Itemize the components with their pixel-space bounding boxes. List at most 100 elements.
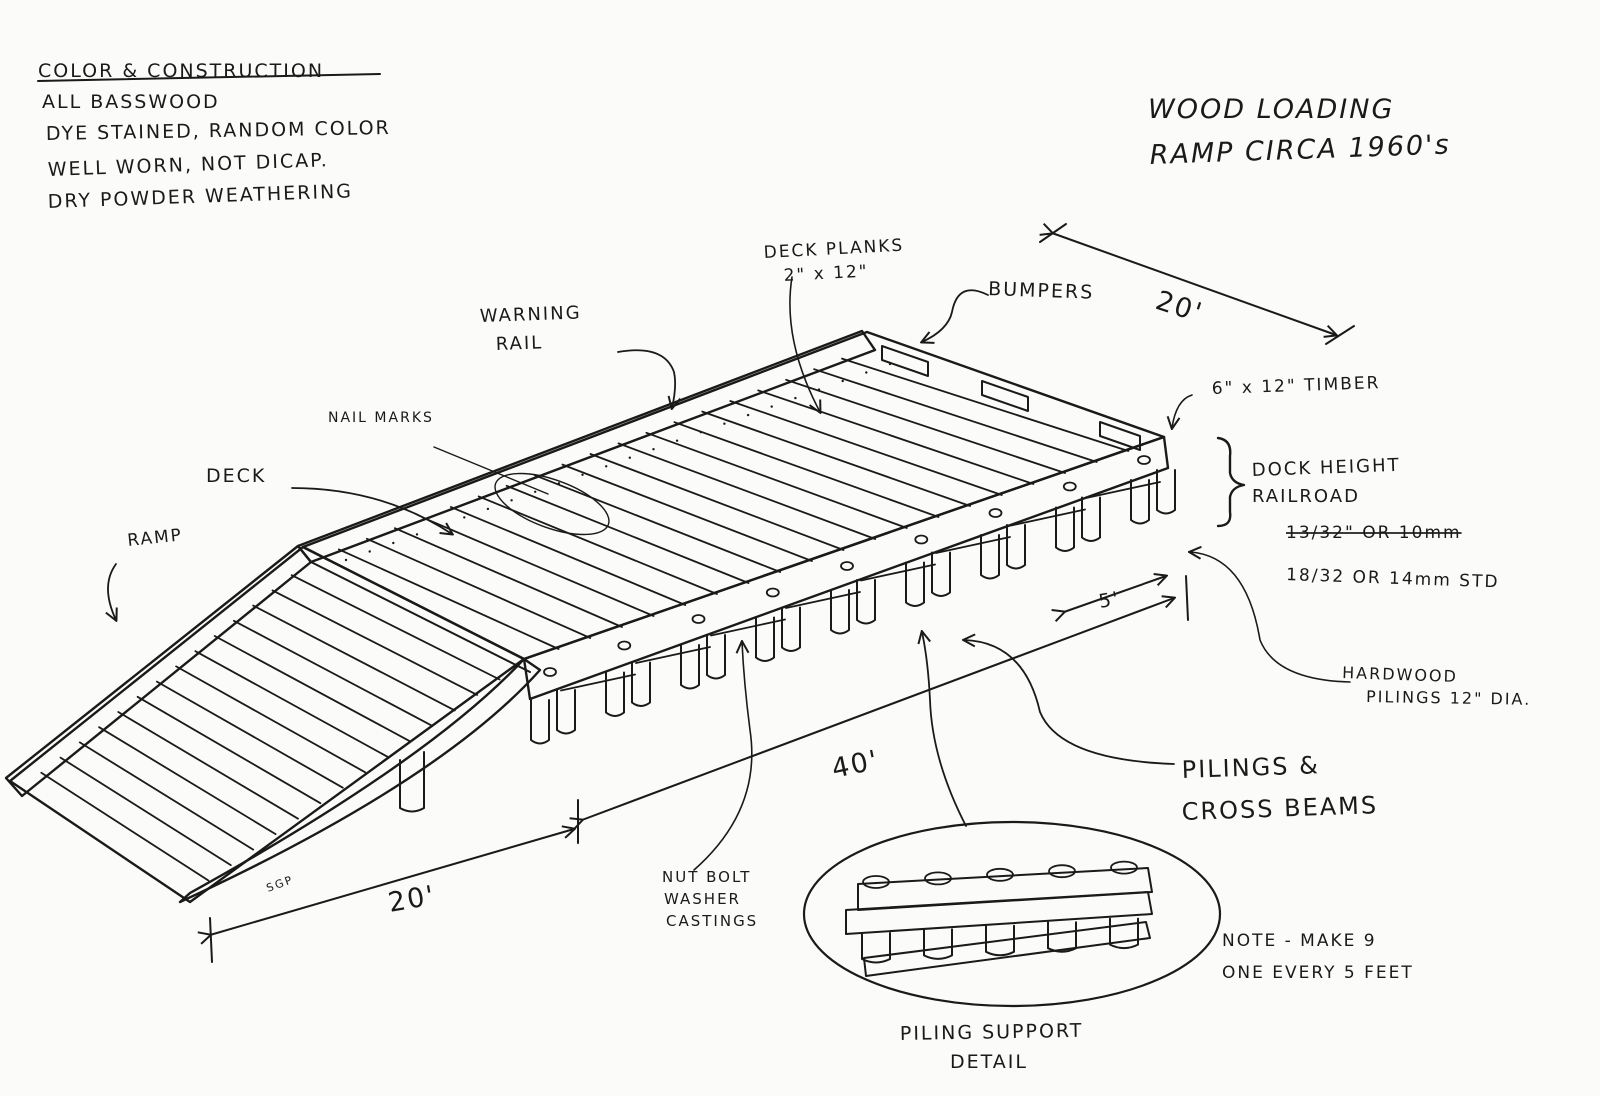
label-height-std: 18/32 OR 14mm STD [1286,565,1500,592]
ramp-structure [4,329,1176,904]
label-deck: DECK [206,465,266,487]
ramp-surface [8,545,526,904]
label-deck-planks-size: 2" x 12" [783,262,869,286]
label-warning: WARNING [479,302,581,327]
cross-beam [1010,508,1086,527]
nail-mark [557,482,561,485]
deck-plank [729,400,1003,496]
label-dock-height: DOCK HEIGHT [1251,455,1400,481]
dimension-ramp-length: 20' [386,880,438,919]
detail-piling [1047,921,1077,953]
callout-labels: DECK PLANKS 2" x 12" BUMPERS WARNING RAI… [126,236,1531,1073]
bolt [543,667,557,677]
detail-piling [1109,917,1139,950]
label-pilings: PILINGS & [1181,751,1320,784]
deck-plank [757,389,1035,485]
leader-lines [108,276,1351,871]
label-detail: PILING SUPPORT [900,1020,1084,1045]
deck-plank [617,442,877,540]
ramp-plank [232,619,434,727]
bolt [988,508,1003,518]
nail-mark [865,371,868,374]
bolt [1137,455,1151,465]
deck-plank [645,431,908,529]
nail-mark [746,413,750,417]
label-washer: WASHER [664,890,741,908]
ramp-plank [98,726,277,835]
nail-mark [415,533,419,536]
cross-beam [860,563,936,582]
nail-mark [675,439,679,442]
nail-mark [699,431,702,434]
piling [631,661,651,707]
nail-mark [486,507,490,511]
nail-mark [581,473,584,476]
deck-plank [533,474,782,573]
bolt [617,640,632,651]
construction-notes: COLOR & CONSTRUCTION ALL BASSWOOD DYE ST… [37,60,391,213]
detail-beam-top [857,867,1153,911]
deck-plank [561,463,813,562]
label-bumpers: BUMPERS [988,278,1095,304]
nail-mark [794,396,797,400]
label-note-every: ONE EVERY 5 FEET [1222,963,1414,983]
ramp-plank [290,574,501,681]
piling [1081,496,1101,542]
ramp-plank [59,756,232,866]
detail-hole [1048,864,1076,879]
warning-rail [296,329,877,564]
dimension-width: 20' [1152,285,1207,329]
piling [556,689,576,735]
deck-plank [505,484,750,584]
deck-plank [477,495,718,595]
nail-mark [344,558,348,562]
piling [1130,479,1150,525]
ramp-plank [213,635,411,743]
bolt [691,614,706,624]
signature: SGP [265,873,296,895]
detail-cross-beam [863,921,1151,977]
bolt [765,587,780,598]
ramp-plank [194,650,389,758]
nail-mark [841,379,844,383]
detail-hole [986,867,1014,882]
cross-beam [1085,481,1161,499]
label-castings: CASTINGS [666,912,758,930]
piling [781,606,801,652]
title-line-2: RAMP CIRCA 1960's [1149,130,1451,171]
notes-line-3: WELL WORN, NOT DICAP. [47,149,329,181]
ramp-plank [78,741,255,851]
deck-plank [421,516,655,617]
height-brace [1216,436,1246,528]
label-deck-planks: DECK PLANKS [763,236,905,263]
detail-hole [1110,860,1138,875]
deck-plank [813,368,1098,463]
ramp-rail-right [178,657,542,904]
detail-piling [861,932,891,964]
ramp-rail-left [4,544,313,798]
deck-plank [589,453,845,551]
nail-mark [368,550,371,553]
bolt [840,561,854,571]
piling-detail [802,820,1222,1008]
deck-plank [337,548,560,650]
detail-hole [924,871,952,886]
piling [530,699,550,745]
notes-line-2: DYE STAINED, RANDOM COLOR [46,117,391,145]
label-height-old: 13/32" OR 10mm [1286,523,1462,543]
piling [856,579,876,625]
bumper-1 [881,345,929,377]
deck-plank [449,506,687,606]
deck-plank [365,537,592,639]
detail-piling [923,928,953,960]
dimension-length: 40' [829,745,882,785]
nail-mark [628,456,631,459]
label-note-make: NOTE - MAKE 9 [1222,931,1377,951]
nail-mark [534,490,537,493]
front-timber [522,435,1170,701]
nail-marks-oval [494,472,610,536]
nail-mark [392,541,395,545]
label-ramp: RAMP [126,525,183,551]
cross-beam [935,536,1011,554]
